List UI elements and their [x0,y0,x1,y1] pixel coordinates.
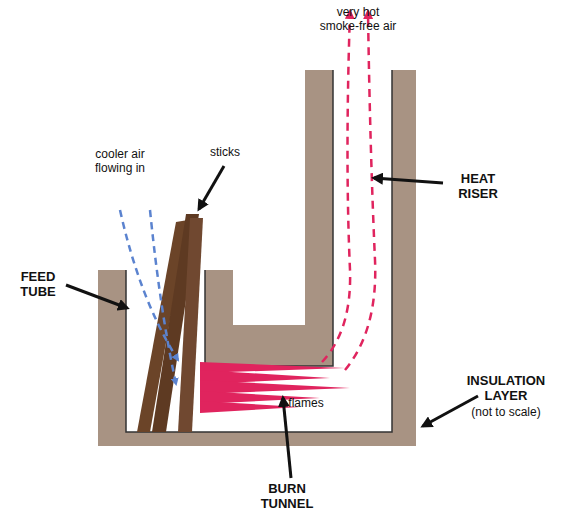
hot-air-flow [322,12,375,370]
part-label: FEED TUBE [10,270,66,300]
part-label: HEAT RISER [448,172,508,202]
part-label: flames [276,397,336,411]
part-label: INSULATION LAYER [452,374,560,404]
middle-wall [205,70,333,366]
sticks-shape [137,214,203,432]
inner-outline [205,70,333,366]
cool-air-flow [120,210,178,384]
note-label: (not to scale) [452,406,560,420]
flow-label: cooler air flowing in [80,148,160,176]
flow-label: very hot smoke-free air [318,6,398,34]
part-label: BURN TUNNEL [252,482,322,512]
part-label: sticks [195,146,255,160]
flames-shape [200,362,350,413]
stove-shell [98,70,416,446]
leader-arrow [66,166,478,478]
inner-outline [126,70,392,432]
